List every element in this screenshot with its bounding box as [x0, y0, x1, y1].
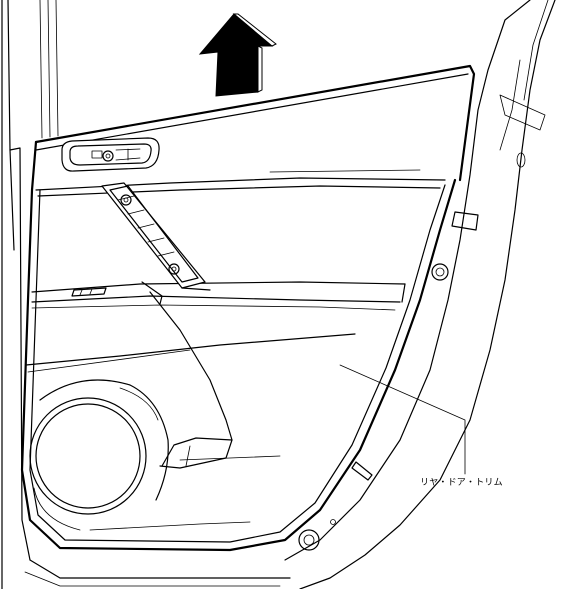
callout-leader: [339, 364, 466, 475]
door-pocket: [149, 291, 233, 469]
callout-label: リヤ・ドア・トリム: [420, 478, 503, 488]
trim-panel: [20, 64, 476, 552]
speaker-grille: [29, 379, 169, 531]
window-switch: [71, 287, 107, 297]
door-shell: [24, 0, 556, 589]
inner-handle: [61, 137, 160, 172]
body-pillar: [1, 0, 59, 589]
pull-grip: [101, 182, 211, 305]
up-arrow-icon: [198, 13, 277, 97]
